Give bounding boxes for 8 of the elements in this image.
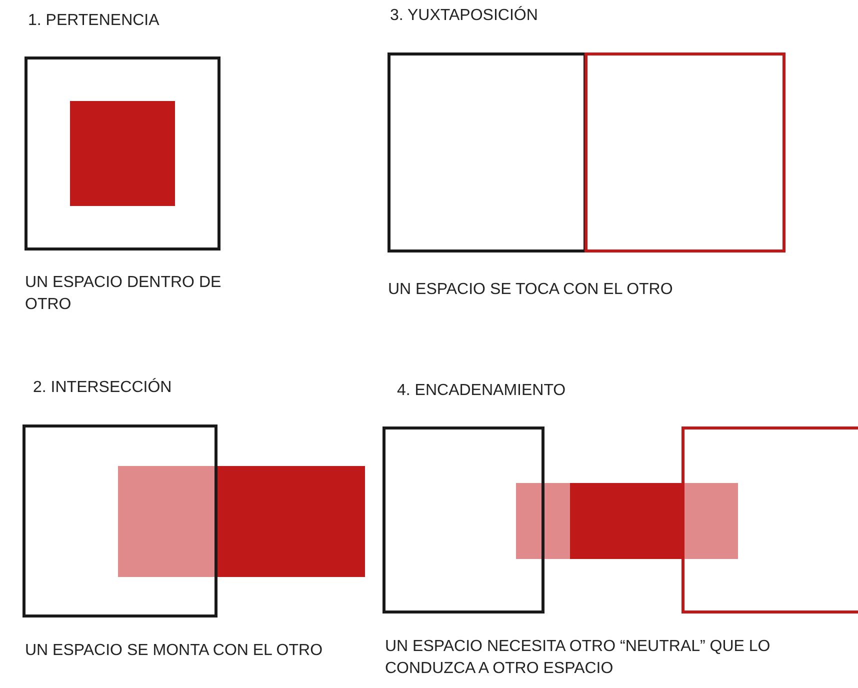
caption: UN ESPACIO NECESITA OTRO “NEUTRAL” QUE LO CONDUZCA A OTRO ESPACIO [385, 637, 772, 679]
caption: UN ESPACIO SE TOCA CON EL OTRO [388, 280, 674, 300]
caption: UN ESPACIO DENTRO DE OTRO [25, 273, 222, 315]
section-heading: 3. YUXTAPOSICIÓN [390, 5, 539, 26]
section-heading: 4. ENCADENAMIENTO [397, 381, 567, 401]
caption: UN ESPACIO SE MONTA CON EL OTRO [25, 641, 324, 661]
section-heading: 1. PERTENENCIA [28, 11, 160, 31]
section-heading: 2. INTERSECCIÓN [33, 377, 173, 398]
